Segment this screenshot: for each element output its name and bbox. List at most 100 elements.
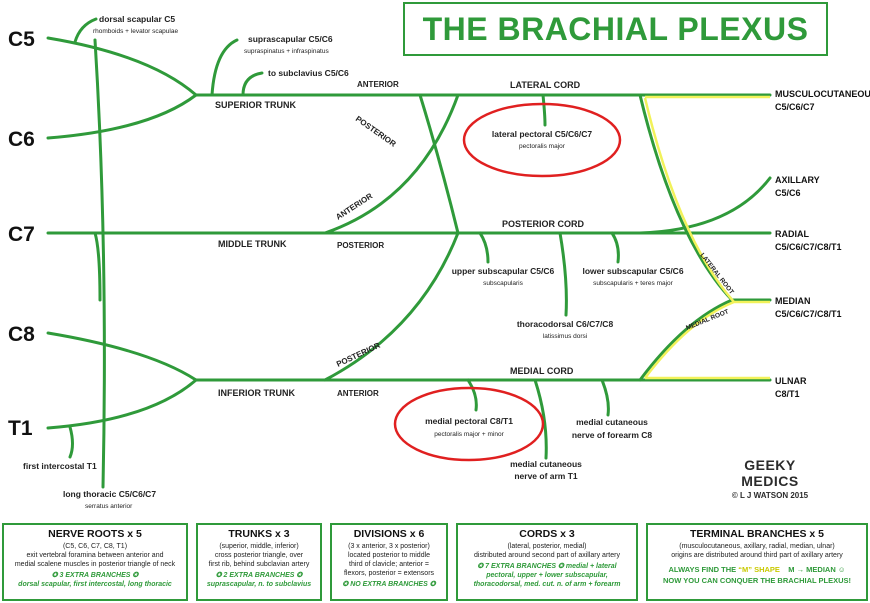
trunks-extra-detail: suprascapular, n. to subclavius bbox=[206, 581, 312, 588]
summary-terminal-branches: TERMINAL BRANCHES x 5 (musculocutaneous,… bbox=[646, 523, 868, 601]
musculocutaneous-roots: C5/C6/C7 bbox=[775, 102, 815, 112]
root-c8-path bbox=[46, 331, 198, 382]
axillary-line bbox=[638, 176, 772, 235]
summary-divisions: DIVISIONS x 6 (3 x anterior, 3 x posteri… bbox=[330, 523, 448, 601]
anterior-label-top: ANTERIOR bbox=[357, 80, 399, 89]
nerve-roots-line1: (C5, C6, C7, C8, T1) bbox=[62, 543, 128, 550]
root-label-c7: C7 bbox=[8, 223, 35, 246]
axillary-roots: C5/C6 bbox=[775, 188, 801, 198]
suprascapular-muscles: supraspinatus + infraspinatus bbox=[244, 48, 329, 55]
anterior-division-middle bbox=[323, 93, 460, 235]
logo-credit: © L J WATSON 2015 bbox=[731, 491, 809, 500]
medial-root-line bbox=[638, 298, 734, 382]
subclavius-name: to subclavius C5/C6 bbox=[268, 68, 349, 78]
summary-nerve-roots: NERVE ROOTS x 5 (C5, C6, C7, C8, T1) exi… bbox=[2, 523, 188, 601]
root-label-c8: C8 bbox=[8, 323, 35, 346]
inferior-trunk-label: INFERIOR TRUNK bbox=[218, 388, 295, 398]
long-thoracic-name: long thoracic C5/C6/C7 bbox=[63, 489, 156, 499]
cords-heading: CORDS x 3 bbox=[519, 528, 575, 540]
cords-extra-detail2: thoracodorsal, med. cut. n. of arm + for… bbox=[473, 581, 621, 588]
anterior-label-diag: ANTERIOR bbox=[334, 191, 374, 221]
upper-subscapular-line bbox=[478, 231, 490, 264]
radial-label: RADIAL bbox=[775, 229, 809, 239]
divisions-heading: DIVISIONS x 6 bbox=[353, 528, 425, 540]
anterior-label-bottom: ANTERIOR bbox=[337, 389, 379, 398]
medial-cut-forearm-line1: medial cutaneous bbox=[576, 417, 648, 427]
root-t1-path bbox=[46, 378, 198, 430]
medial-pectoral-name: medial pectoral C8/T1 bbox=[425, 416, 513, 426]
conquer-tip: NOW YOU CAN CONQUER THE BRACHIAL PLEXUS! bbox=[662, 576, 852, 585]
lower-subscapular-muscles: subscapularis + teres major bbox=[593, 280, 673, 287]
subclavius-line bbox=[241, 71, 264, 97]
musculocutaneous-label: MUSCULOCUTANEOUS bbox=[775, 89, 870, 99]
dorsal-scapular-name: dorsal scapular C5 bbox=[99, 14, 175, 24]
geeky-medics-logo: GEEKY MEDICS © L J WATSON 2015 bbox=[720, 457, 820, 500]
suprascapular-line bbox=[210, 38, 239, 97]
medial-cord-label: MEDIAL CORD bbox=[510, 366, 574, 376]
posterior-division-superior bbox=[418, 93, 460, 235]
dorsal-scapular-muscles: rhomboids + levator scapulae bbox=[93, 28, 178, 35]
medial-pectoral-highlight-circle bbox=[393, 386, 545, 462]
superior-trunk-label: SUPERIOR TRUNK bbox=[215, 100, 297, 110]
root-c5-path bbox=[46, 36, 198, 97]
nerve-roots-extra-detail: dorsal scapular, first intercostal, long… bbox=[18, 581, 172, 588]
nerve-roots-line2: exit vertebral foramina between anterior… bbox=[26, 552, 164, 559]
lower-subscapular-line bbox=[610, 231, 620, 264]
medial-cut-arm-line bbox=[533, 378, 548, 460]
lateral-pectoral-muscles: pectoralis major bbox=[519, 143, 566, 150]
long-thoracic-c7 bbox=[93, 231, 102, 302]
divisions-line4: flexors, posterior = extensors bbox=[343, 570, 435, 577]
lateral-cord-label: LATERAL CORD bbox=[510, 80, 581, 90]
root-c6-path bbox=[46, 93, 198, 140]
thoracodorsal-name: thoracodorsal C6/C7/C8 bbox=[517, 319, 614, 329]
terminal-line2: origins are distributed around third par… bbox=[671, 552, 843, 559]
trunks-extra: ✪ 2 EXTRA BRANCHES ✪ bbox=[215, 572, 303, 579]
summary-cords: CORDS x 3 (lateral, posterior, medial) d… bbox=[456, 523, 638, 601]
median-label: MEDIAN bbox=[775, 296, 811, 306]
m-shape-tip: ALWAYS FIND THE “M” SHAPE M → MEDIAN ☺ bbox=[651, 564, 863, 575]
cords-line2: distributed around second part of axilla… bbox=[474, 552, 620, 559]
divisions-line2: located posterior to middle bbox=[347, 552, 431, 559]
medial-cut-forearm-line2: nerve of forearm C8 bbox=[572, 430, 653, 440]
posterior-label-top: POSTERIOR bbox=[354, 114, 398, 149]
ulnar-label: ULNAR bbox=[775, 376, 807, 386]
medial-pectoral-line bbox=[466, 378, 478, 412]
posterior-division-inferior bbox=[323, 231, 460, 382]
median-roots: C5/C6/C7/C8/T1 bbox=[775, 309, 842, 319]
middle-trunk-label: MIDDLE TRUNK bbox=[218, 239, 287, 249]
lateral-pectoral-highlight-circle bbox=[462, 102, 622, 178]
divisions-extra: ✪ NO EXTRA BRANCHES ✪ bbox=[342, 581, 436, 588]
trunks-line1: (superior, middle, inferior) bbox=[219, 543, 299, 550]
divisions-line3: third of clavicle; anterior = bbox=[349, 561, 429, 568]
posterior-cord-label: POSTERIOR CORD bbox=[502, 219, 585, 229]
page-title: THE BRACHIAL PLEXUS bbox=[422, 10, 809, 47]
root-label-c5: C5 bbox=[8, 28, 35, 51]
thoracodorsal-muscles: latissimus dorsi bbox=[543, 333, 587, 340]
nerve-roots-extra: ✪ 3 EXTRA BRANCHES ✪ bbox=[51, 572, 139, 579]
lower-subscapular-name: lower subscapular C5/C6 bbox=[582, 266, 683, 276]
summary-trunks: TRUNKS x 3 (superior, middle, inferior) … bbox=[196, 523, 322, 601]
plexus-diagram: C5 C6 C7 C8 T1 SUPERIOR TRUNK MIDDLE TRU… bbox=[8, 14, 870, 510]
m-shape-tip-b: “M” SHAPE bbox=[738, 565, 780, 574]
title-banner: THE BRACHIAL PLEXUS bbox=[403, 2, 828, 56]
ulnar-roots: C8/T1 bbox=[775, 389, 800, 399]
medial-cut-arm-line1: medial cutaneous bbox=[510, 459, 582, 469]
logo-brand: GEEKY MEDICS bbox=[741, 457, 799, 489]
divisions-line1: (3 x anterior, 3 x posterior) bbox=[348, 543, 430, 550]
terminal-line1: (musculocutaneous, axillary, radial, med… bbox=[679, 543, 835, 550]
first-intercostal-line bbox=[68, 425, 74, 459]
trunks-line2: cross posterior triangle, over bbox=[214, 552, 304, 559]
first-intercostal-name: first intercostal T1 bbox=[23, 461, 97, 471]
cords-line1: (lateral, posterior, medial) bbox=[507, 543, 587, 550]
trunks-heading: TRUNKS x 3 bbox=[228, 528, 290, 540]
m-shape-tip-a: ALWAYS FIND THE bbox=[668, 565, 737, 574]
m-shape-tip-c: M → MEDIAN ☺ bbox=[788, 565, 846, 574]
dorsal-scapular-line bbox=[73, 17, 98, 44]
long-thoracic-muscles: serratus anterior bbox=[85, 503, 133, 510]
trunks-line3: first rib, behind subclavian artery bbox=[208, 561, 310, 568]
lateral-pectoral-line bbox=[541, 93, 547, 127]
cords-extra-detail: pectoral, upper + lower subscapular, bbox=[486, 572, 608, 579]
suprascapular-name: suprascapular C5/C6 bbox=[248, 34, 333, 44]
medial-pectoral-muscles: pectoralis major + minor bbox=[434, 431, 504, 438]
nerve-roots-heading: NERVE ROOTS x 5 bbox=[48, 528, 142, 540]
